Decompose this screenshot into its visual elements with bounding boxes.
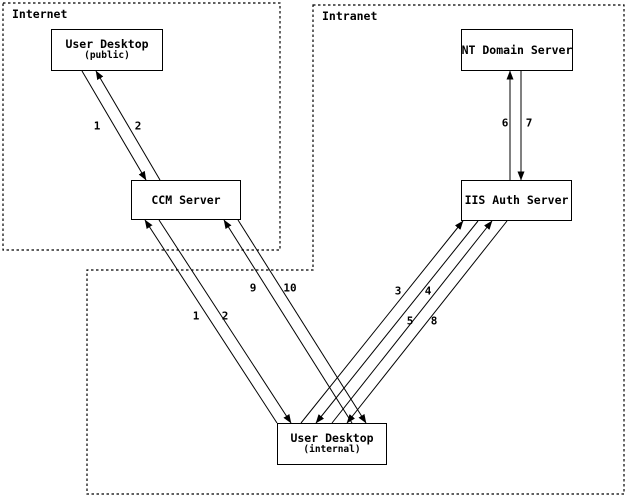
- arrow-3-internaldesktop-to-iis: [300, 220, 464, 424]
- arrow-8-iis-to-internaldesktop: [346, 220, 508, 424]
- edge-label-8: 8: [430, 314, 438, 328]
- node-nt-domain-server: NT Domain Server: [461, 29, 573, 71]
- arrow-2-ccm-to-publicdesktop: [95, 70, 161, 181]
- edge-label-7: 7: [525, 116, 533, 130]
- node-subtitle: (internal): [303, 444, 361, 456]
- node-subtitle: (public): [84, 50, 130, 62]
- edge-label-3: 3: [394, 284, 402, 298]
- arrow-10-ccm-to-internaldesktop: [237, 219, 367, 424]
- edge-label-9: 9: [249, 281, 257, 295]
- node-user-desktop-internal: User Desktop (internal): [277, 423, 387, 465]
- edge-label-4: 4: [424, 284, 432, 298]
- arrow-4-iis-to-internaldesktop: [315, 220, 479, 424]
- node-title: User Desktop: [290, 431, 374, 446]
- internet-zone-border: [2, 2, 281, 251]
- node-ccm-server: CCM Server: [131, 180, 241, 220]
- node-title: NT Domain Server: [461, 42, 573, 57]
- intranet-zone-border: [86, 4, 625, 495]
- node-title: User Desktop: [65, 37, 149, 52]
- edge-label-10: 10: [283, 281, 297, 295]
- internet-zone-label: Internet: [12, 7, 68, 21]
- node-title: CCM Server: [151, 192, 221, 207]
- arrow-9-internaldesktop-to-ccm: [223, 219, 353, 424]
- arrow-1-internaldesktop-to-ccm: [144, 219, 278, 424]
- node-user-desktop-public: User Desktop (public): [51, 29, 163, 71]
- node-title: IIS Auth Server: [464, 193, 569, 208]
- edge-label-5: 5: [406, 314, 414, 328]
- edge-label-2-mid: 2: [221, 309, 229, 323]
- edge-label-2-top: 2: [134, 119, 142, 133]
- edge-label-6: 6: [501, 116, 509, 130]
- arrow-1-publicdesktop-to-ccm: [81, 70, 147, 181]
- node-iis-auth-server: IIS Auth Server: [461, 180, 572, 221]
- edge-label-1-top: 1: [93, 119, 101, 133]
- arrow-5-internaldesktop-to-iis: [331, 220, 493, 424]
- edge-label-1-mid: 1: [192, 309, 200, 323]
- arrow-2-ccm-to-internaldesktop: [158, 219, 292, 424]
- intranet-zone-label: Intranet: [322, 9, 378, 23]
